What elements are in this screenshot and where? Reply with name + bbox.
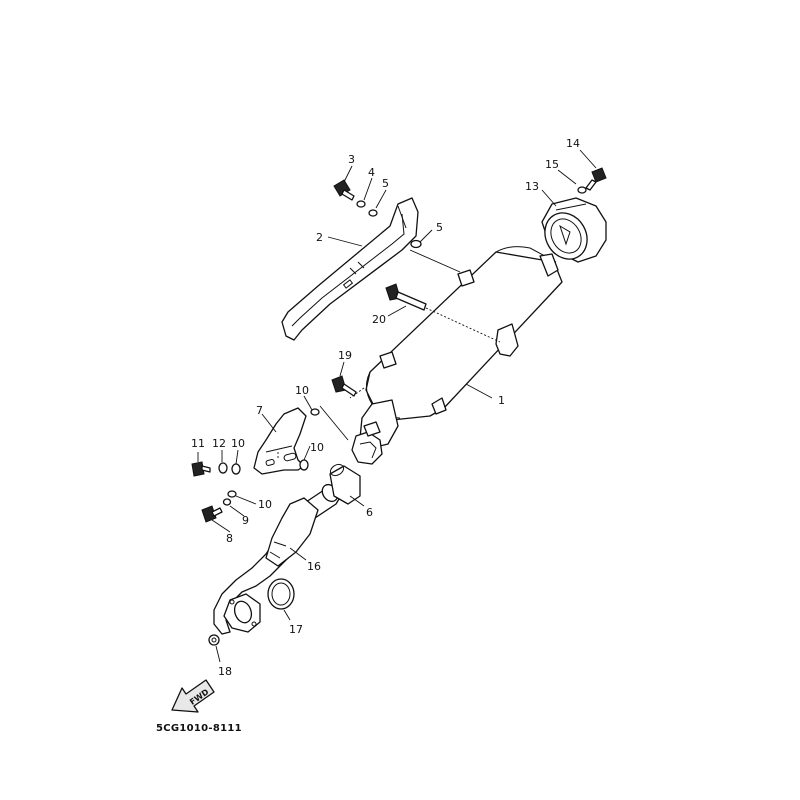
washer-9 xyxy=(222,498,232,506)
callout-3: 3 xyxy=(348,153,355,166)
nut-18 xyxy=(208,634,220,646)
bolt-20 xyxy=(385,283,501,343)
washer-15 xyxy=(577,186,587,194)
callout-15: 15 xyxy=(545,158,559,171)
gasket-6 xyxy=(329,463,361,505)
callout-10d: 10 xyxy=(258,498,272,511)
exhaust-pipe xyxy=(213,483,343,635)
end-cap xyxy=(541,197,607,263)
bolt-11 xyxy=(191,461,211,477)
callout-18: 18 xyxy=(218,665,232,678)
callout-4: 4 xyxy=(368,166,375,179)
callout-8: 8 xyxy=(226,532,233,545)
washer-12 xyxy=(218,462,228,474)
callout-2: 2 xyxy=(316,231,323,244)
callout-9: 9 xyxy=(242,514,249,527)
washer-10c xyxy=(299,459,309,471)
bolt-8 xyxy=(201,505,223,523)
washer-10d xyxy=(227,490,237,498)
callout-14: 14 xyxy=(566,137,580,150)
callout-17: 17 xyxy=(289,623,303,636)
washer-4 xyxy=(356,200,366,208)
bolt-19 xyxy=(331,375,357,397)
fwd-arrow-icon: FWD xyxy=(171,679,215,713)
washer-5b xyxy=(410,239,422,249)
callout-20: 20 xyxy=(372,313,386,326)
bolt-14 xyxy=(585,167,607,191)
callout-16: 16 xyxy=(307,560,321,573)
callout-12: 12 xyxy=(212,437,226,450)
heat-protector xyxy=(281,197,419,341)
callout-1: 1 xyxy=(498,394,505,407)
muffler-body xyxy=(349,246,563,465)
callout-19: 19 xyxy=(338,349,352,362)
bracket-7 xyxy=(253,407,307,475)
bolt-3 xyxy=(333,179,355,201)
leader-lines xyxy=(197,149,597,663)
callout-10b: 10 xyxy=(231,437,245,450)
callout-6: 6 xyxy=(366,506,373,519)
washer-10a xyxy=(310,408,320,416)
callout-13: 13 xyxy=(525,180,539,193)
callout-10c: 10 xyxy=(310,441,324,454)
washer-10b xyxy=(231,463,241,475)
callout-11: 11 xyxy=(191,437,205,450)
callout-5a: 5 xyxy=(382,177,389,190)
callout-10a: 10 xyxy=(295,384,309,397)
gasket-ring-17 xyxy=(267,578,295,610)
washer-5a xyxy=(368,209,378,217)
diagram-code: 5CG1010-8111 xyxy=(156,723,242,734)
callout-labels: 1 2 3 4 5 5 6 7 8 9 10 10 10 10 11 12 13… xyxy=(191,137,580,678)
callout-7: 7 xyxy=(256,404,263,417)
callout-5b: 5 xyxy=(436,221,443,234)
